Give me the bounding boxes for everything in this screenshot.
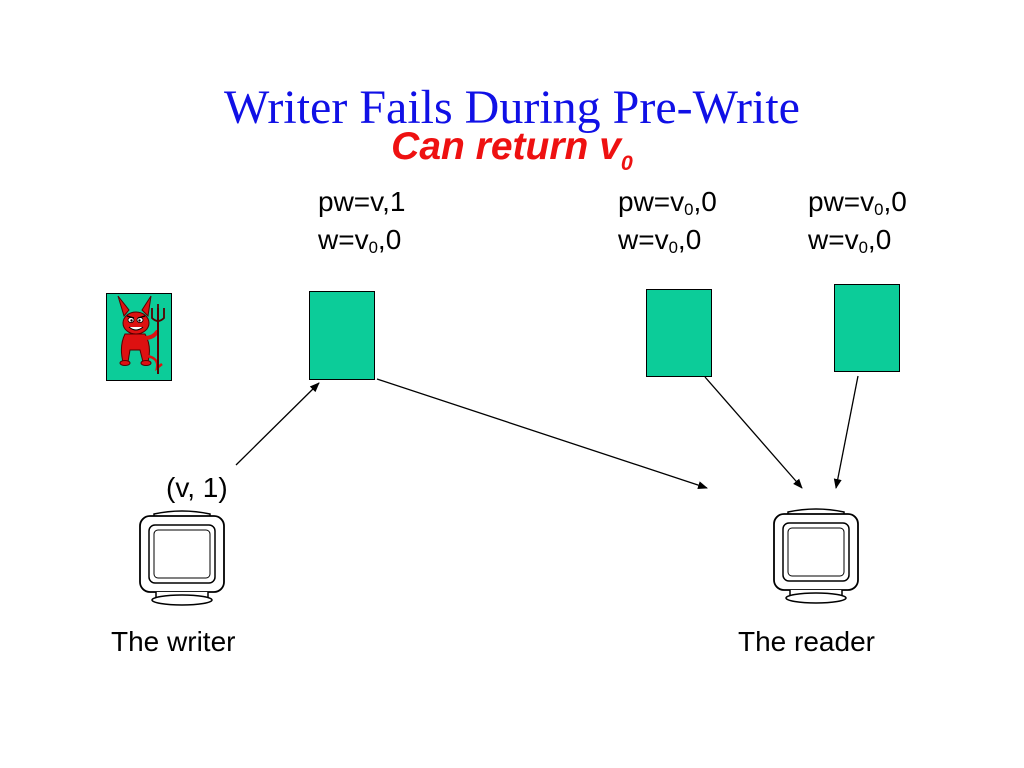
server-2-box (646, 289, 712, 377)
arrow-server-3-to-reader (833, 375, 859, 489)
server-1-w-sub: 0 (368, 238, 378, 257)
server-2-pw-text: pw=v (618, 186, 685, 217)
server-3-pw: pw=v0,0 (808, 183, 907, 221)
server-1-box (309, 291, 375, 380)
server-3-label: pw=v0,0 w=v0,0 (808, 183, 907, 259)
arrow-writer-to-server-1 (235, 382, 320, 466)
server-2-w: w=v0,0 (618, 221, 717, 259)
arrow-server-1-to-reader (376, 378, 708, 489)
reader-label: The reader (738, 626, 875, 657)
devil-icon (117, 295, 165, 374)
server-2-pw: pw=v0,0 (618, 183, 717, 221)
slide-subtitle: Can return v0 (0, 123, 1024, 185)
server-1-w-text: w=v (318, 224, 369, 255)
server-3-w: w=v0,0 (808, 221, 907, 259)
server-1-label: pw=v,1 w=v0,0 (318, 183, 405, 259)
subtitle-text: Can return v (391, 125, 621, 168)
server-3-box (834, 284, 900, 372)
server-3-w-sub: 0 (858, 238, 868, 257)
server-2-pw-sub: 0 (684, 200, 694, 219)
server-3-pw-text: pw=v (808, 186, 875, 217)
server-3-w-suffix: ,0 (867, 224, 892, 255)
subtitle-subscript: 0 (620, 150, 633, 175)
server-2-w-suffix: ,0 (677, 224, 702, 255)
server-3-pw-suffix: ,0 (883, 186, 907, 217)
writer-computer-icon (139, 510, 225, 606)
server-1-w-suffix: ,0 (377, 224, 402, 255)
reader-computer-icon (773, 508, 859, 604)
write-message-label: (v, 1) (166, 472, 228, 503)
failed-writer-box (106, 293, 172, 381)
server-1-w: w=v0,0 (318, 221, 405, 259)
server-2-label: pw=v0,0 w=v0,0 (618, 183, 717, 259)
server-2-pw-suffix: ,0 (693, 186, 717, 217)
server-2-w-text: w=v (618, 224, 669, 255)
server-2-w-sub: 0 (668, 238, 678, 257)
writer-label: The writer (111, 626, 236, 657)
server-3-pw-sub: 0 (874, 200, 884, 219)
server-1-pw-text: pw=v,1 (318, 186, 406, 217)
slide-title: Writer Fails During Pre-Write (224, 81, 800, 134)
arrow-server-2-to-reader (704, 376, 803, 489)
server-1-pw: pw=v,1 (318, 183, 405, 221)
server-3-w-text: w=v (808, 224, 859, 255)
